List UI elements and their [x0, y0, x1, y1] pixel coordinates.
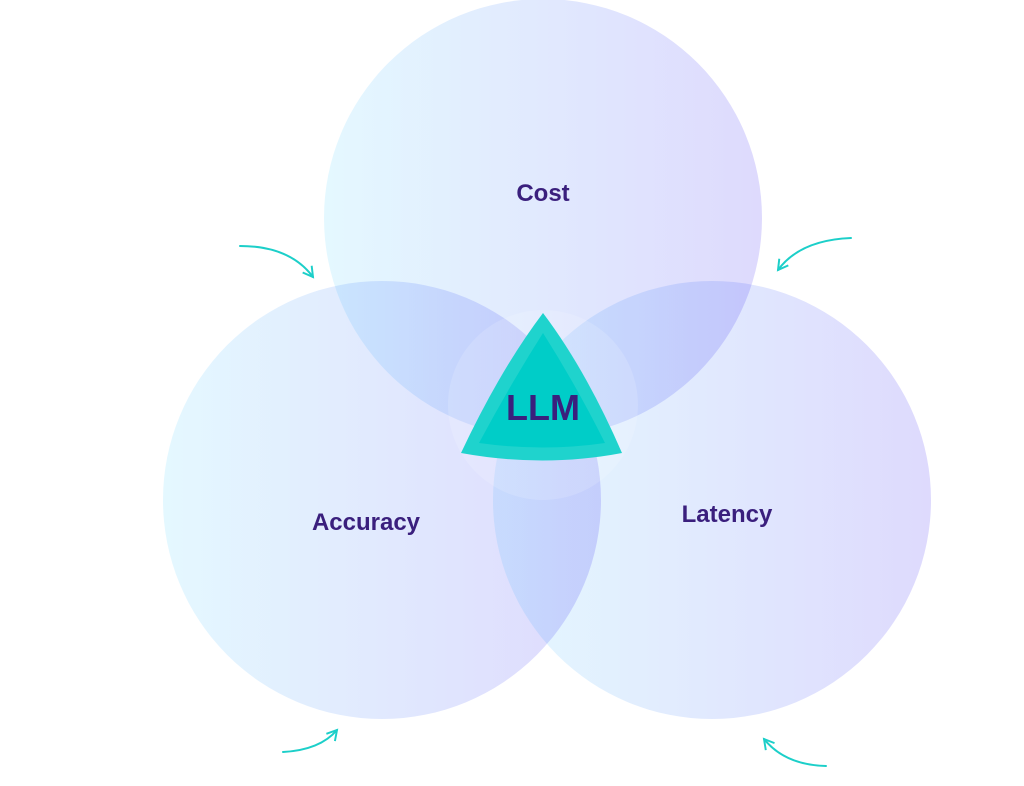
- arrow-icon: [239, 245, 315, 279]
- arrow-icon: [776, 237, 852, 272]
- circle-latency: [493, 281, 931, 719]
- arrow-icon: [282, 728, 339, 753]
- arrow-icon: [762, 737, 827, 767]
- cost-label: Cost: [516, 180, 569, 207]
- latency-label: Latency: [682, 501, 773, 528]
- llm-triangle-inner: [479, 333, 605, 448]
- center-label: LLM: [506, 387, 580, 428]
- accuracy-label: Accuracy: [312, 509, 421, 536]
- circle-accuracy: [163, 281, 601, 719]
